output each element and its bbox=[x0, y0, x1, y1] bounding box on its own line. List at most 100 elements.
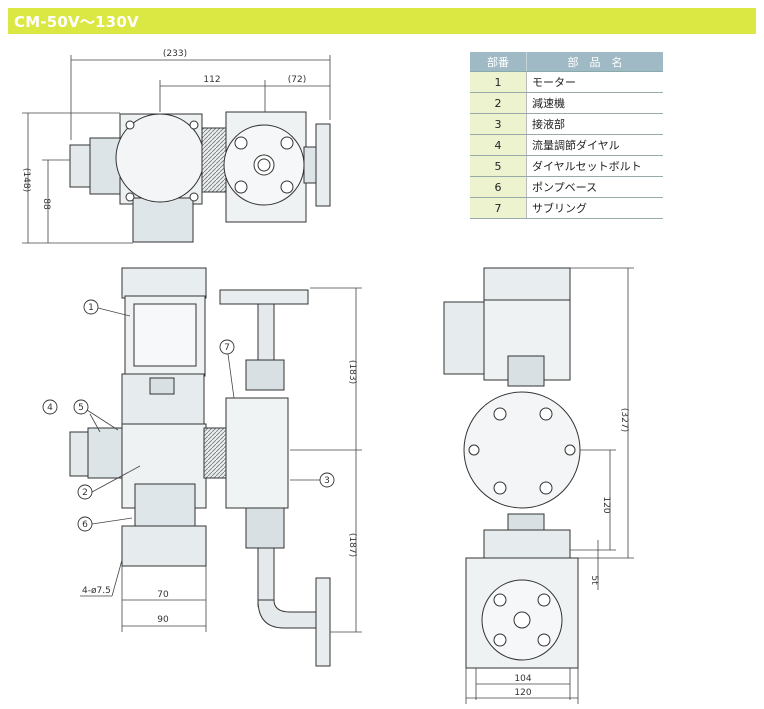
top-head-bolt bbox=[234, 136, 248, 150]
side-view bbox=[443, 267, 581, 669]
front-base-box bbox=[134, 483, 196, 527]
part-name: 流量調節ダイヤル bbox=[526, 134, 663, 156]
header-part-no: 部番 bbox=[470, 52, 527, 72]
dimension-labels: (233) 112 (72) (148) 88 (183) (187) 70 9… bbox=[21, 49, 629, 698]
dim-base-outer: 90 bbox=[157, 615, 169, 625]
callouts: 1 4 5 2 6 7 3 bbox=[42, 299, 335, 532]
front-dial-collar bbox=[87, 427, 123, 479]
dim-side-base-inner: 104 bbox=[514, 674, 531, 684]
part-name: 接液部 bbox=[526, 113, 663, 135]
top-bolt bbox=[125, 192, 135, 202]
callout-1: 1 bbox=[83, 299, 99, 315]
top-head-bolt bbox=[234, 180, 248, 194]
top-view bbox=[69, 111, 331, 243]
side-flange-bolt bbox=[537, 593, 551, 607]
svg-text:5: 5 bbox=[78, 403, 84, 413]
side-head-bolt bbox=[564, 444, 576, 456]
side-terminal-box bbox=[443, 301, 485, 375]
front-elbow bbox=[257, 599, 317, 629]
dim-side-total: (327) bbox=[619, 408, 629, 432]
front-bottom-flange bbox=[315, 577, 331, 667]
front-pump-head bbox=[225, 397, 289, 509]
side-head-bolt bbox=[539, 407, 553, 421]
part-name: サブリング bbox=[526, 197, 663, 219]
dim-top-center: 112 bbox=[203, 75, 220, 85]
part-name: ダイヤルセットボルト bbox=[526, 155, 663, 177]
svg-text:3: 3 bbox=[324, 476, 330, 486]
front-motor-cap bbox=[121, 267, 207, 299]
side-port bbox=[513, 611, 531, 629]
dim-base-inner: 70 bbox=[157, 590, 169, 600]
callout-6: 6 bbox=[77, 516, 93, 532]
side-flange-bolt bbox=[537, 633, 551, 647]
part-no: 5 bbox=[470, 155, 527, 177]
dim-top-right: (72) bbox=[288, 75, 306, 85]
dim-side-mid: 120 bbox=[601, 496, 611, 513]
side-head-bolt bbox=[493, 481, 507, 495]
dim-front-upper: (183) bbox=[347, 360, 357, 384]
part-no: 2 bbox=[470, 92, 527, 114]
dim-top-lower: 88 bbox=[41, 198, 51, 210]
callout-5: 5 bbox=[73, 399, 89, 415]
dim-side-base-outer: 120 bbox=[514, 688, 531, 698]
front-gland bbox=[149, 377, 175, 395]
top-bolt bbox=[125, 120, 135, 130]
part-name: モーター bbox=[526, 71, 663, 93]
side-head-bolt bbox=[468, 444, 480, 456]
callout-4: 4 bbox=[42, 399, 58, 415]
front-pump-base bbox=[121, 525, 207, 567]
side-pump-head bbox=[463, 391, 581, 509]
part-no: 7 bbox=[470, 197, 527, 219]
callout-2: 2 bbox=[77, 484, 93, 500]
svg-text:4: 4 bbox=[47, 403, 53, 413]
top-dial-collar bbox=[89, 137, 121, 195]
parts-table-header: 部番 部 品 名 bbox=[470, 52, 663, 72]
dim-bolt-holes: 4-ø7.5 bbox=[82, 586, 111, 596]
page-title: CM-50V〜130V bbox=[14, 13, 139, 31]
svg-text:7: 7 bbox=[224, 343, 230, 353]
part-name: ポンプベース bbox=[526, 176, 663, 198]
side-base-upper bbox=[483, 529, 571, 561]
callout-7: 7 bbox=[219, 339, 235, 355]
front-dial bbox=[69, 431, 91, 477]
dim-front-lower: (187) bbox=[347, 533, 357, 557]
front-bottom-pipe bbox=[257, 547, 275, 607]
top-head-bolt bbox=[280, 136, 294, 150]
front-valve-lower bbox=[245, 507, 285, 549]
top-dial bbox=[69, 144, 93, 188]
part-no: 3 bbox=[470, 113, 527, 135]
side-head-bolt bbox=[539, 481, 553, 495]
svg-text:1: 1 bbox=[88, 303, 94, 313]
front-motor-window bbox=[133, 303, 197, 367]
side-valve-upper bbox=[507, 355, 545, 387]
front-valve-upper bbox=[245, 359, 285, 391]
side-head-bolt bbox=[493, 407, 507, 421]
top-bolt bbox=[189, 120, 199, 130]
top-port-inner bbox=[257, 158, 271, 172]
top-bolt bbox=[189, 192, 199, 202]
top-coupling bbox=[201, 127, 229, 193]
dim-top-height: (148) bbox=[21, 168, 31, 192]
top-head-bolt bbox=[280, 180, 294, 194]
part-no: 4 bbox=[470, 134, 527, 156]
front-coupling bbox=[203, 427, 227, 479]
part-no: 6 bbox=[470, 176, 527, 198]
dimension-lines bbox=[22, 55, 634, 704]
side-flange-bolt bbox=[493, 593, 507, 607]
top-flange bbox=[315, 123, 331, 207]
top-base bbox=[132, 197, 194, 243]
title-bar: CM-50V〜130V bbox=[8, 8, 756, 34]
svg-text:2: 2 bbox=[82, 488, 88, 498]
front-view bbox=[69, 267, 331, 667]
front-top-flange bbox=[219, 289, 309, 305]
part-no: 1 bbox=[470, 71, 527, 93]
front-top-pipe bbox=[257, 303, 275, 363]
